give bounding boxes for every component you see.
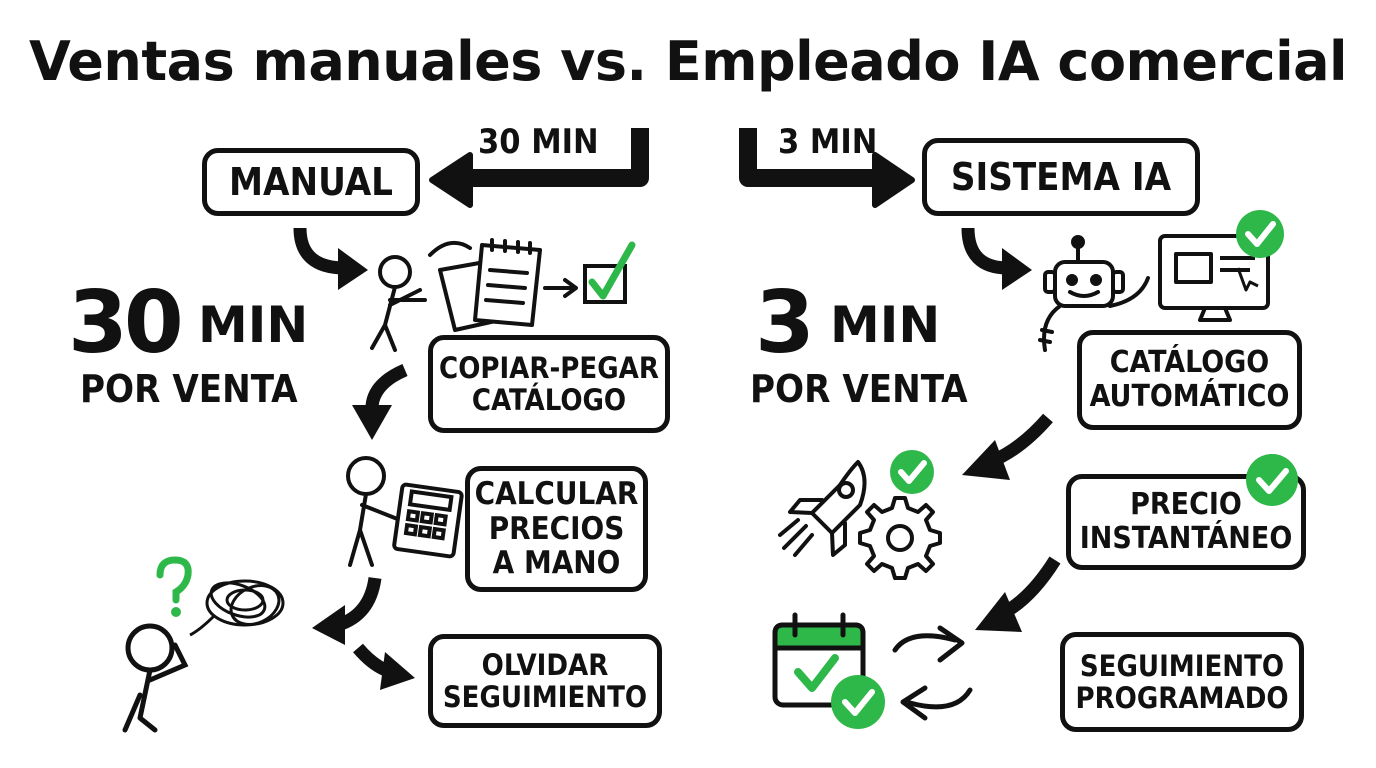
notepad-icon (428, 238, 578, 332)
step-auto-catalog-box: CATÁLOGO AUTOMÁTICO (1077, 330, 1302, 430)
step-forget-followup-line-2: SEGUIMIENTO (442, 680, 648, 714)
monitor-icon (1158, 234, 1270, 322)
manual-big-unit: MIN (198, 296, 309, 354)
step-calc-prices-line-3: A MANO (492, 545, 621, 582)
ia-header-box: SISTEMA IA (922, 138, 1200, 216)
checkbox-icon (583, 241, 636, 304)
step-scheduled-followup-box: SEGUIMIENTO PROGRAMADO (1060, 632, 1304, 732)
tangled-scribble-icon (189, 579, 285, 637)
manual-big-number: 30 (68, 273, 184, 373)
step-instant-price-line-1: PRECIO (1130, 487, 1242, 523)
step-copy-catalog-line-2: CATÁLOGO (471, 383, 627, 417)
top-arrow-left (429, 128, 649, 208)
step-calc-prices-line-1: CALCULAR (474, 475, 639, 512)
ia-time-label: 3 MIN (778, 122, 878, 162)
step-calc-prices-line-2: PRECIOS (488, 510, 625, 547)
question-mark-icon (156, 556, 192, 617)
step-forget-followup-line-1: OLVIDAR (481, 647, 609, 682)
checkmark-icon (831, 675, 885, 729)
step-scheduled-followup-line-2: PROGRAMADO (1075, 681, 1289, 715)
arrow-price-to-calendar (975, 556, 1061, 632)
arrow-copy-to-calc (352, 364, 408, 440)
manual-per-sale: POR VENTA (80, 367, 298, 411)
stick-figure-icon (370, 255, 427, 352)
step-scheduled-followup-line-1: SEGUIMIENTO (1079, 648, 1285, 683)
checkmark-icon (1236, 210, 1284, 258)
robot-icon (1038, 235, 1150, 352)
arrow-manual-to-copy (293, 227, 368, 290)
sync-arrows-icon (892, 625, 973, 721)
manual-header-box: MANUAL (202, 148, 420, 216)
thinking-figure-icon (122, 623, 189, 733)
step-copy-catalog-line-1: COPIAR-PEGAR (439, 350, 659, 385)
gear-icon (858, 496, 942, 580)
step-forget-followup-box: OLVIDAR SEGUIMIENTO (428, 634, 662, 728)
arrow-ia-to-catalog (961, 227, 1032, 290)
ia-big-unit: MIN (830, 296, 941, 354)
step-instant-price-line-2: INSTANTÁNEO (1079, 521, 1293, 556)
arrow-calc-to-forget (312, 576, 415, 690)
manual-time-label: 30 MIN (478, 122, 599, 162)
page-title: Ventas manuales vs. Empleado IA comercia… (28, 30, 1348, 93)
step-auto-catalog-line-1: CATÁLOGO (1109, 345, 1270, 381)
ia-header-label: SISTEMA IA (950, 154, 1172, 199)
ia-per-sale: POR VENTA (750, 367, 968, 411)
top-arrow-right (739, 128, 915, 208)
manual-header-label: MANUAL (229, 159, 393, 204)
step-instant-price-box: PRECIO INSTANTÁNEO (1066, 474, 1306, 570)
step-auto-catalog-line-2: AUTOMÁTICO (1089, 379, 1290, 414)
checkmark-icon (890, 450, 934, 494)
step-calc-prices-box: CALCULAR PRECIOS A MANO (465, 466, 648, 592)
rocket-icon (778, 460, 867, 557)
arrow-catalog-to-rocket (962, 413, 1053, 480)
ia-big-number: 3 (755, 273, 815, 373)
calculator-figure-icon (346, 456, 464, 567)
step-copy-catalog-box: COPIAR-PEGAR CATÁLOGO (428, 335, 670, 433)
